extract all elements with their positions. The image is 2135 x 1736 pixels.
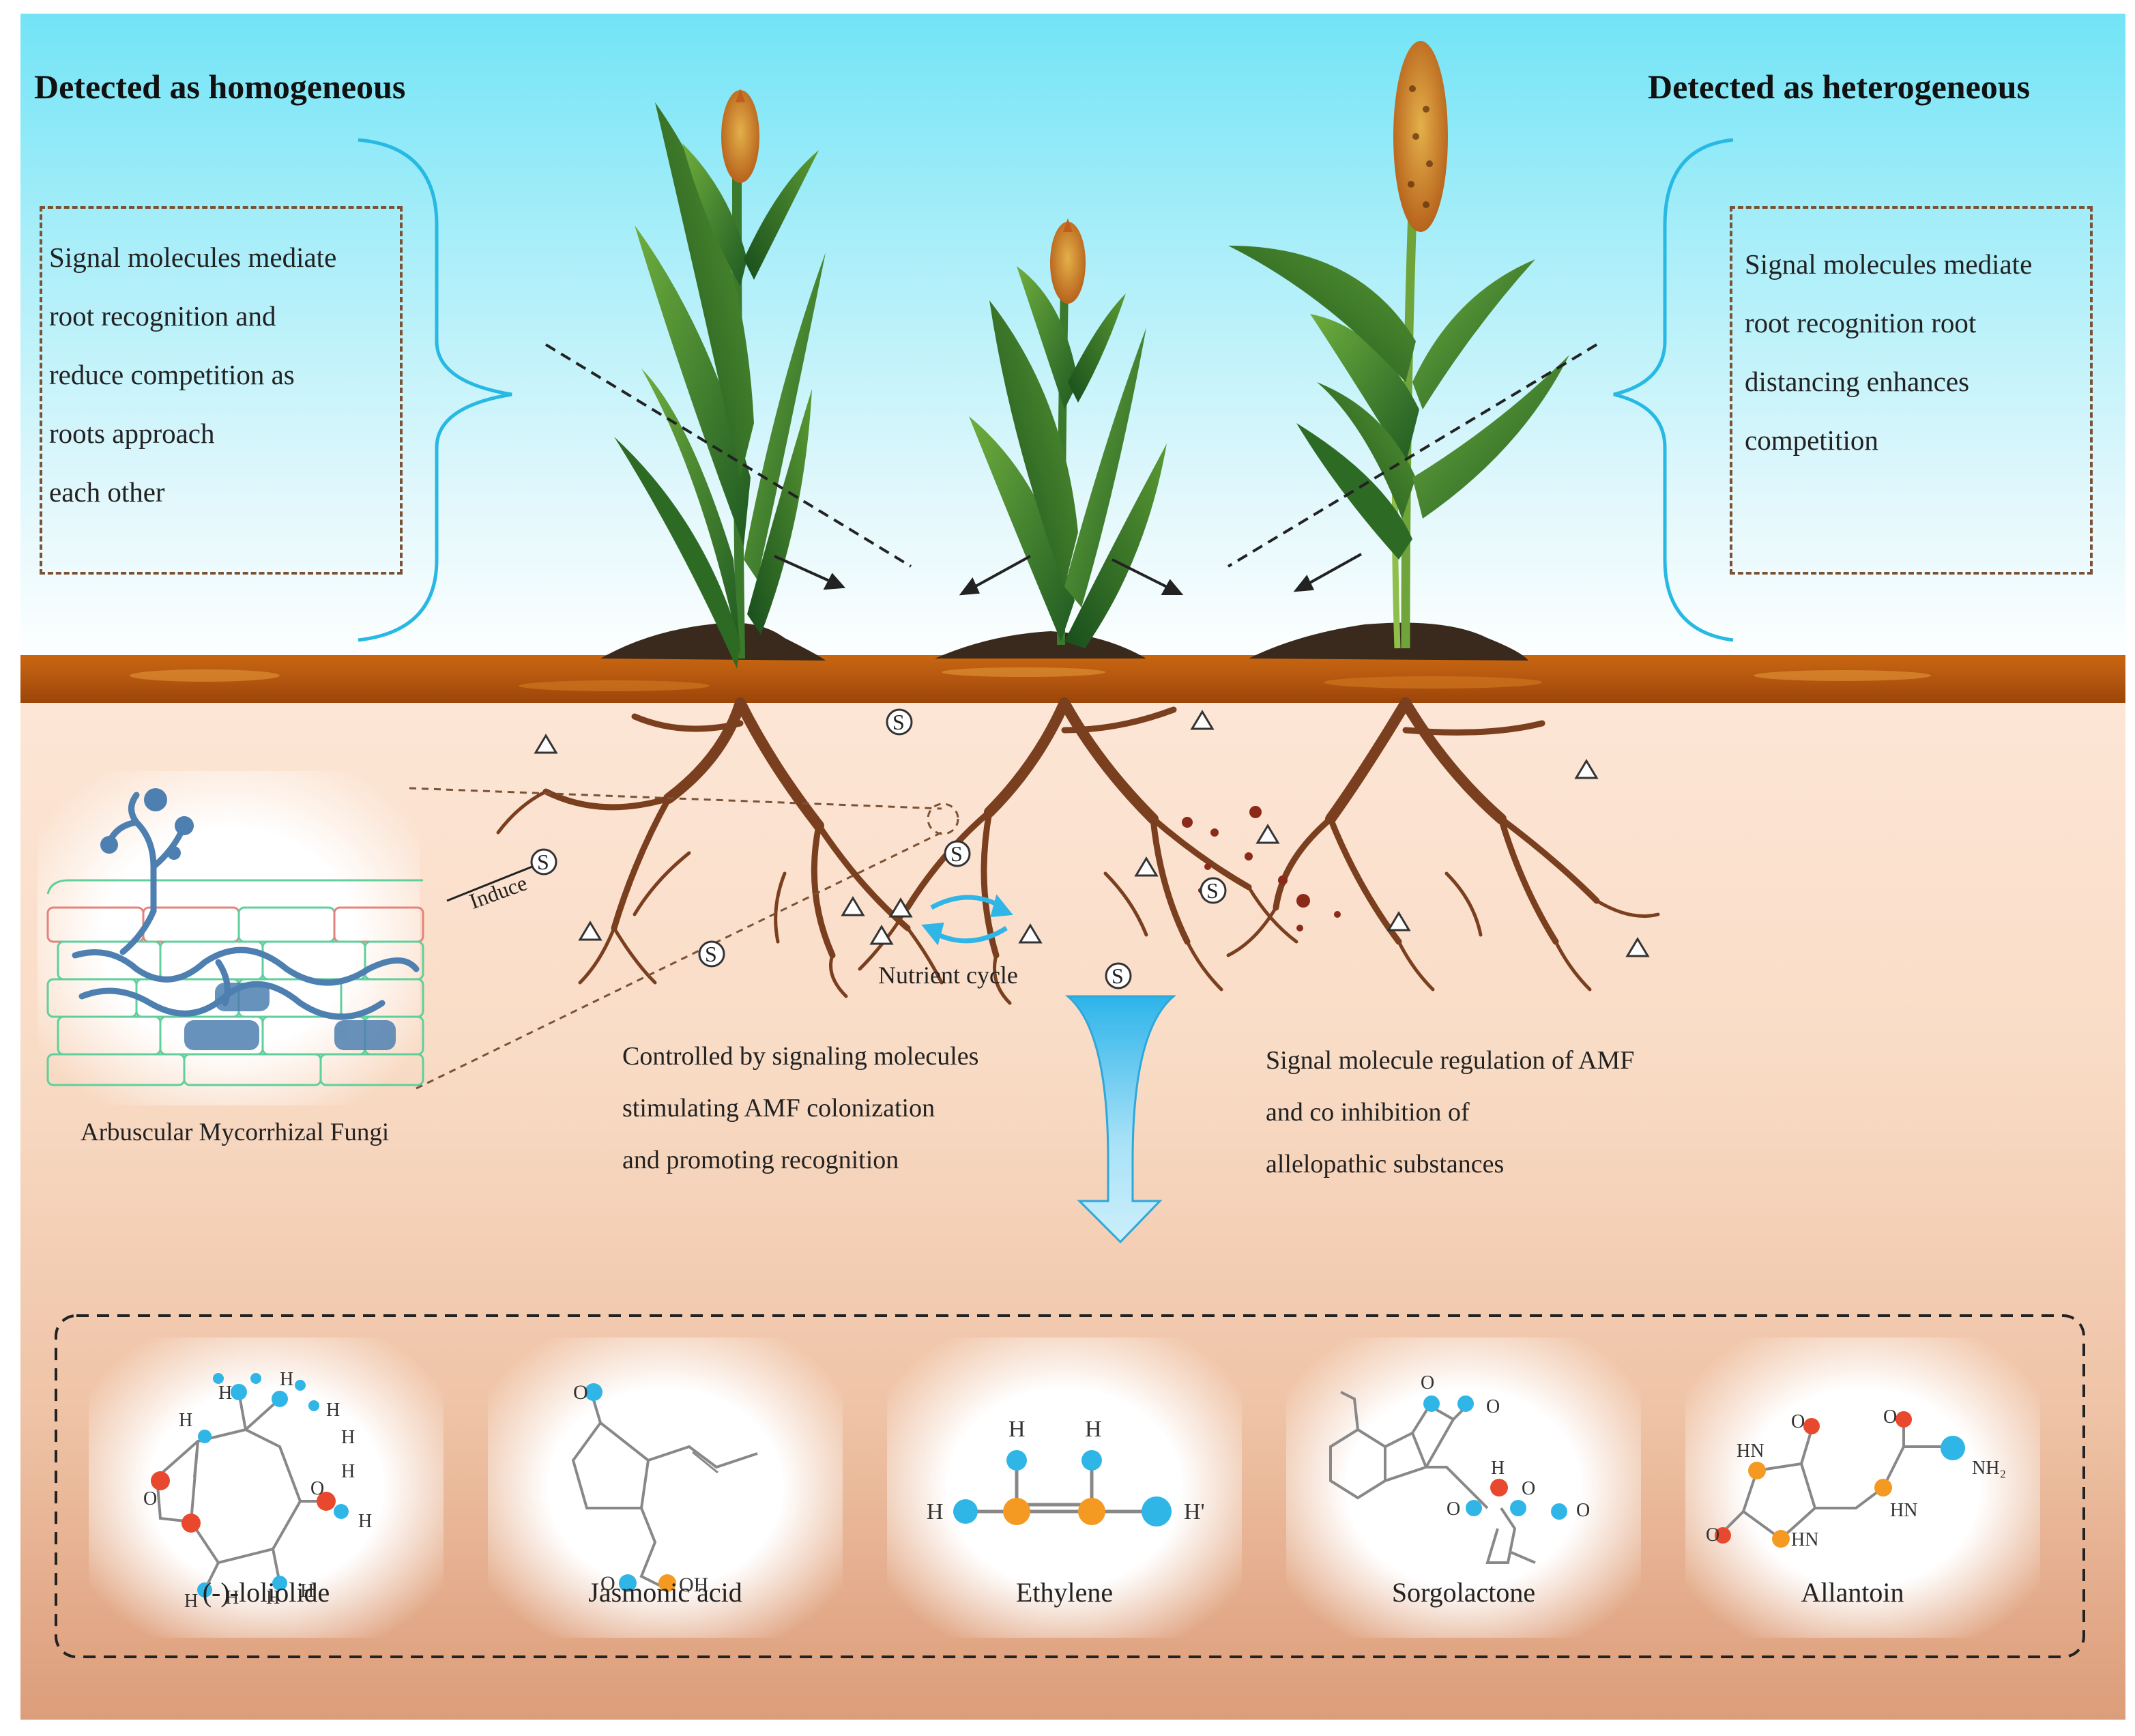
soil-mounds: [600, 622, 1528, 661]
molecule-name-jasmonic-acid: Jasmonic acid: [588, 1577, 742, 1608]
signal-circles: [530, 708, 1227, 989]
signal-s-label: S: [1112, 964, 1124, 988]
signal-circle-icon: [944, 840, 971, 867]
heterogeneous-note-text: Signal molecules mediate root recognitio…: [1745, 248, 2033, 456]
induce-line: [446, 865, 533, 902]
svg-text:O: O: [600, 1572, 615, 1595]
svg-text:O: O: [1883, 1406, 1897, 1428]
nutrient-cycle-arrows: [921, 894, 1013, 946]
svg-text:O: O: [1486, 1396, 1500, 1417]
signal-circle-icon: [1200, 877, 1227, 904]
heterogeneous-note-box: Signal molecules mediate root recognitio…: [1730, 206, 2093, 575]
svg-text:H: H: [280, 1369, 293, 1390]
svg-text:HN: HN: [1791, 1529, 1818, 1550]
signal-circle-icon: [530, 848, 557, 876]
svg-text:H: H: [266, 1587, 280, 1608]
allelopathy-text: Signal molecule regulation of AMF and co…: [1266, 1046, 1635, 1178]
molecule-name-allantoin: Allantoin: [1801, 1577, 1904, 1608]
title-homogeneous: Detected as homogeneous: [34, 68, 406, 106]
interaction-lines: [544, 343, 1598, 596]
plant-right: [1228, 41, 1569, 649]
svg-text:H: H: [1491, 1458, 1505, 1479]
down-arrow-icon: [1064, 995, 1177, 1244]
amf-label: Arbuscular Mycorrhizal Fungi: [81, 1118, 390, 1146]
svg-text:H: H: [927, 1499, 944, 1524]
signal-s-label: S: [1206, 878, 1219, 903]
svg-text:H: H: [218, 1383, 232, 1404]
svg-text:H: H: [179, 1410, 192, 1431]
molecule-sorgolactone: O O O H O O: [1329, 1372, 1590, 1564]
amf-colonization-text: Controlled by signaling molecules stimul…: [622, 1042, 979, 1174]
root-systems: [496, 697, 1660, 1005]
svg-text:O: O: [143, 1488, 157, 1509]
svg-text:H: H: [326, 1400, 340, 1421]
homogeneous-note-text: Signal molecules mediate root recognitio…: [49, 242, 337, 508]
svg-text:H: H: [1008, 1417, 1026, 1442]
molecule-name-sorgolactone: Sorgolactone: [1391, 1577, 1536, 1608]
svg-text:O: O: [1706, 1524, 1719, 1546]
svg-text:O: O: [1576, 1500, 1590, 1521]
svg-text:H: H: [341, 1461, 355, 1482]
signal-s-label: S: [705, 942, 717, 966]
homogeneous-note-box: Signal molecules mediate root recognitio…: [40, 206, 403, 575]
left-brace: [358, 138, 512, 642]
soil-band-texture: [130, 667, 1931, 691]
plant-middle: [969, 218, 1167, 648]
svg-text:O: O: [310, 1478, 324, 1499]
svg-text:OH: OH: [679, 1574, 708, 1596]
title-heterogeneous: Detected as heterogeneous: [1648, 68, 2031, 106]
svg-text:H: H: [358, 1511, 372, 1532]
svg-text:HN: HN: [1737, 1441, 1764, 1462]
molecule-ethylene: H H H H': [927, 1417, 1205, 1527]
plant-left: [614, 89, 826, 669]
molecule-jasmonic-acid: O O OH: [571, 1381, 758, 1596]
triangle-markers: [534, 710, 1650, 957]
signal-s-label: S: [537, 850, 549, 874]
molecule-backgrounds: [89, 1337, 2040, 1638]
molecule-name-ethylene: Ethylene: [1015, 1577, 1114, 1608]
signal-circle-icon: [886, 708, 913, 736]
signal-s-label: S: [950, 841, 963, 866]
nutrient-cycle-label: Nutrient cycle: [878, 961, 1018, 989]
allelopathic-dots: [1182, 806, 1341, 931]
svg-text:O: O: [1447, 1499, 1460, 1520]
svg-text:H: H: [341, 1427, 355, 1448]
svg-text:H: H: [184, 1591, 198, 1612]
svg-text:HN: HN: [1890, 1500, 1917, 1521]
amf-link-lines: [409, 787, 959, 1090]
svg-text:O: O: [1791, 1411, 1805, 1432]
svg-text:H: H: [300, 1580, 314, 1602]
svg-text:O: O: [1421, 1372, 1434, 1393]
molecule-panel-frame: [55, 1314, 2085, 1658]
molecule-allantoin: HN O O HN O HN NH₂: [1706, 1406, 2006, 1550]
right-brace: [1613, 138, 1734, 642]
svg-text:O: O: [573, 1381, 588, 1404]
molecule-loliolide: O H H H H H H H O H H H H: [143, 1369, 372, 1612]
svg-text:H: H: [225, 1587, 239, 1608]
signal-circle-icon: [1105, 962, 1132, 989]
svg-text:O: O: [1522, 1478, 1535, 1499]
svg-text:H': H': [1184, 1499, 1205, 1524]
signal-circle-icon: [698, 940, 725, 968]
svg-text:NH₂: NH₂: [1972, 1458, 2006, 1479]
amf-cell-illustration: [38, 771, 424, 1105]
molecule-name-loliolide: (-)-loliolide: [202, 1577, 330, 1608]
svg-text:H: H: [1085, 1417, 1102, 1442]
signal-s-label: S: [892, 710, 905, 734]
